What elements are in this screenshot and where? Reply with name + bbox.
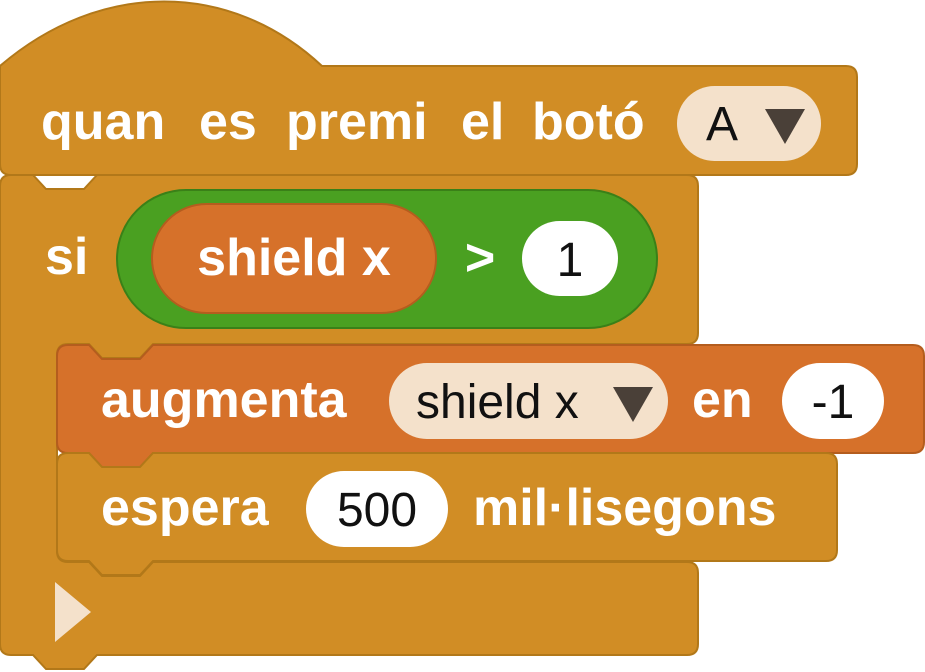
variable-dropdown-value: shield x — [416, 376, 579, 429]
change-by-label: en — [692, 371, 753, 429]
compare-value: 1 — [557, 234, 584, 287]
pause-label: espera — [101, 479, 270, 537]
reporter-variable-name: shield x — [197, 229, 391, 287]
shield-x-variable-reporter[interactable]: shield x — [151, 203, 437, 314]
hat-word-boto: botó — [532, 93, 645, 151]
hat-word-quan: quan — [41, 93, 165, 151]
comparison-operator: > — [465, 229, 495, 287]
compare-value-input[interactable]: 1 — [522, 221, 618, 296]
change-label: augmenta — [101, 371, 348, 429]
pause-duration: 500 — [337, 484, 417, 537]
if-block[interactable]: si shield x > 1 — [0, 174, 699, 670]
pause-block[interactable]: espera 500 mil·lisegons — [56, 452, 838, 576]
pause-duration-input[interactable]: 500 — [306, 471, 448, 547]
button-dropdown[interactable]: A — [677, 86, 821, 161]
expand-arrow-icon[interactable] — [55, 582, 91, 642]
dropdown-arrow-icon — [765, 109, 805, 144]
button-dropdown-value: A — [706, 98, 738, 151]
change-amount: -1 — [812, 376, 855, 429]
hat-word-es: es — [199, 93, 257, 151]
comparison-block[interactable]: shield x > 1 — [116, 189, 658, 329]
pause-unit-label: mil·lisegons — [473, 479, 776, 537]
if-label: si — [45, 228, 88, 286]
on-button-pressed-block[interactable]: quan es premi el botó A — [0, 0, 858, 176]
hat-word-el: el — [461, 93, 504, 151]
change-variable-block[interactable]: augmenta shield x en -1 — [56, 344, 925, 468]
variable-dropdown[interactable]: shield x — [389, 363, 668, 439]
hat-word-premi: premi — [286, 93, 428, 151]
change-amount-input[interactable]: -1 — [782, 363, 884, 439]
dropdown-arrow-icon — [613, 387, 653, 422]
